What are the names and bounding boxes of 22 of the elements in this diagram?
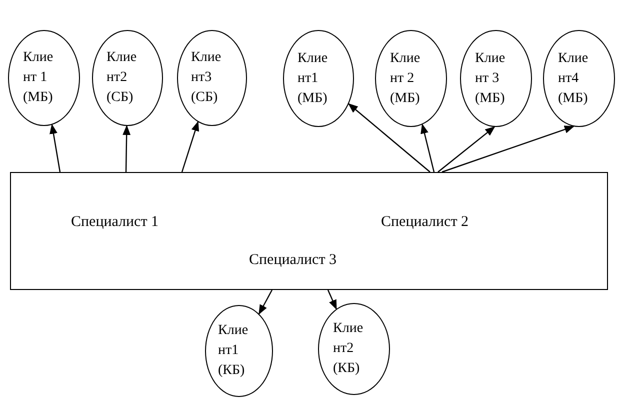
client-label: Клие нт1 (КБ)	[218, 322, 250, 380]
client-label: Клие нт4 (МБ)	[558, 50, 590, 108]
arrow	[181, 121, 200, 172]
client-label: Клие нт1 (МБ)	[298, 50, 329, 108]
specialist-label: Специалист 1	[71, 213, 159, 232]
arrow	[420, 124, 435, 172]
specialist-label: Специалист 3	[249, 251, 337, 270]
specialists-box	[10, 172, 608, 290]
arrow	[348, 103, 430, 172]
specialist-label: Специалист 2	[381, 213, 469, 232]
arrow	[442, 126, 574, 173]
client-label: Клие нт 2 (МБ)	[390, 50, 422, 108]
arrow	[50, 124, 61, 172]
arrow	[438, 126, 496, 172]
client-label: Клие нт 1 (МБ)	[23, 49, 54, 107]
client-label: Клие нт 3 (МБ)	[475, 50, 506, 108]
client-label: Клие нт2 (КБ)	[333, 320, 364, 378]
arrow	[122, 125, 131, 172]
arrow	[258, 290, 273, 315]
client-label: Клие нт3 (СБ)	[191, 49, 222, 107]
arrow	[327, 290, 337, 310]
client-label: Клие нт2 (СБ)	[106, 49, 138, 107]
